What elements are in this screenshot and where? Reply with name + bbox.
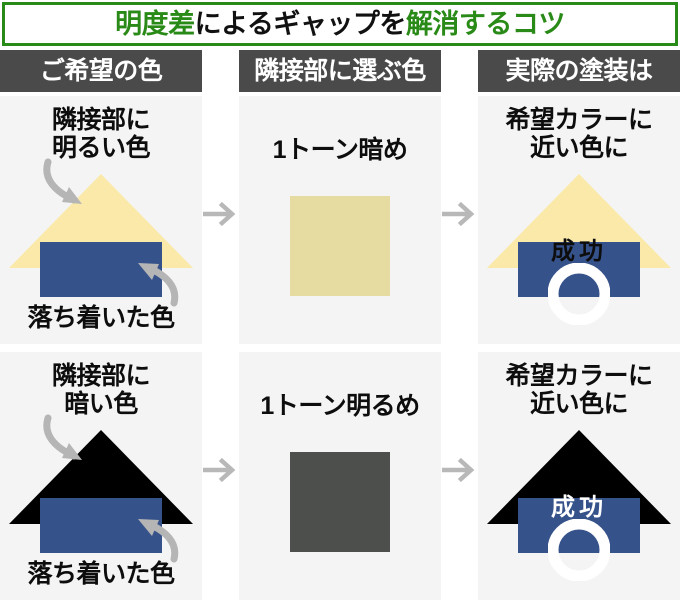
column-header-actual-painting-label: 実際の塗装は (505, 56, 653, 85)
caption-row-bright-left-bottom: 落ち着いた色 (27, 304, 175, 332)
panel-row-dark-desired: 隣接部に 暗い色 落ち着いた色 (0, 352, 202, 600)
page-title-middle: によるギャップを (194, 8, 407, 39)
curved-arrow-up-icon (122, 507, 180, 563)
panel-row-dark-adjacent: 1トーン明るめ (239, 352, 441, 600)
caption-row-bright-left-line1: 隣接部に (51, 106, 151, 134)
caption-row-dark-left-line2: 暗い色 (64, 390, 138, 418)
caption-row-dark-left-line1: 隣接部に (51, 362, 151, 390)
house-icon (485, 424, 673, 559)
curved-arrow-up-icon (122, 251, 180, 307)
caption-row-dark-right-line2: 近い色に (529, 390, 629, 418)
right-arrow-icon (442, 455, 478, 485)
column-header-adjacent-color: 隣接部に選ぶ色 (239, 50, 441, 92)
caption-row-bright-left-line2: 明るい色 (51, 134, 151, 162)
page-title-highlight-2: 解消するコツ (405, 8, 566, 39)
caption-row-bright-right-line1: 希望カラーに (505, 106, 653, 134)
column-header-desired-color-label: ご希望の色 (39, 56, 163, 85)
column-header-adjacent-color-label: 隣接部に選ぶ色 (254, 56, 426, 85)
panel-row-bright-adjacent: 1トーン暗め (239, 96, 441, 344)
color-swatch-icon (290, 452, 390, 552)
panel-row-bright-actual: 希望カラーに 近い色に 成功 (478, 96, 680, 344)
right-arrow-icon (203, 199, 239, 229)
circle-mark-icon (548, 263, 610, 325)
right-arrow-icon (442, 199, 478, 229)
success-label-row-bright: 成功 (551, 238, 607, 265)
page-title-highlight-1: 明度差 (115, 8, 195, 39)
page-title: 明度差によるギャップを解消するコツ (115, 8, 566, 39)
caption-row-bright-middle: 1トーン暗め (272, 136, 408, 164)
column-header-actual-painting: 実際の塗装は (478, 50, 680, 92)
caption-row-dark-right-line1: 希望カラーに (505, 362, 653, 390)
column-header-desired-color: ご希望の色 (0, 50, 202, 92)
right-arrow-icon (203, 455, 239, 485)
curved-arrow-down-icon (42, 158, 98, 216)
color-swatch-icon (290, 196, 390, 296)
page-title-box: 明度差によるギャップを解消するコツ (2, 2, 678, 46)
success-label-row-dark: 成功 (551, 494, 607, 521)
circle-mark-icon (548, 519, 610, 581)
caption-row-dark-middle: 1トーン明るめ (260, 392, 420, 420)
curved-arrow-down-icon (42, 414, 98, 472)
panel-row-bright-desired: 隣接部に 明るい色 落ち着いた色 (0, 96, 202, 344)
caption-row-dark-left-bottom: 落ち着いた色 (27, 560, 175, 588)
caption-row-bright-right-line2: 近い色に (529, 134, 629, 162)
panel-row-dark-actual: 希望カラーに 近い色に 成功 (478, 352, 680, 600)
